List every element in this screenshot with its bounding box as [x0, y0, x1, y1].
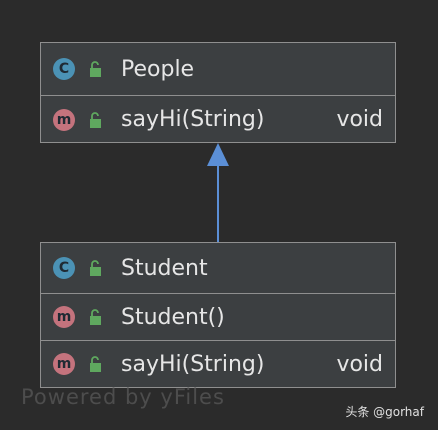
public-lock-icon — [90, 309, 101, 325]
class-header: C People — [41, 43, 395, 95]
method-row[interactable]: m Student() — [41, 293, 395, 340]
public-lock-icon — [90, 356, 101, 372]
method-signature: sayHi(String) — [121, 107, 265, 132]
method-row[interactable]: m sayHi(String) void — [41, 340, 395, 387]
class-header: C Student — [41, 243, 395, 293]
method-return-type: void — [336, 107, 383, 132]
method-m-icon: m — [53, 306, 75, 328]
constructor-signature: Student() — [121, 304, 225, 330]
method-m-icon: m — [53, 353, 75, 375]
class-people[interactable]: C People m sayHi(String) void — [40, 42, 396, 143]
class-name: People — [121, 56, 195, 82]
class-c-icon: C — [53, 58, 75, 80]
method-return-type: void — [336, 351, 383, 377]
method-m-icon: m — [53, 108, 75, 131]
class-student[interactable]: C Student m Student() m sayHi(String) vo… — [40, 242, 396, 388]
class-c-icon: C — [53, 257, 75, 279]
yfiles-watermark: Powered by yFiles — [21, 385, 225, 409]
class-name: Student — [121, 255, 208, 281]
public-lock-icon — [90, 61, 101, 77]
public-lock-icon — [90, 111, 101, 128]
method-signature: sayHi(String) — [121, 351, 265, 377]
author-watermark: 头条 @gorhaf — [345, 405, 424, 419]
method-row[interactable]: m sayHi(String) void — [41, 95, 395, 143]
public-lock-icon — [90, 260, 101, 276]
